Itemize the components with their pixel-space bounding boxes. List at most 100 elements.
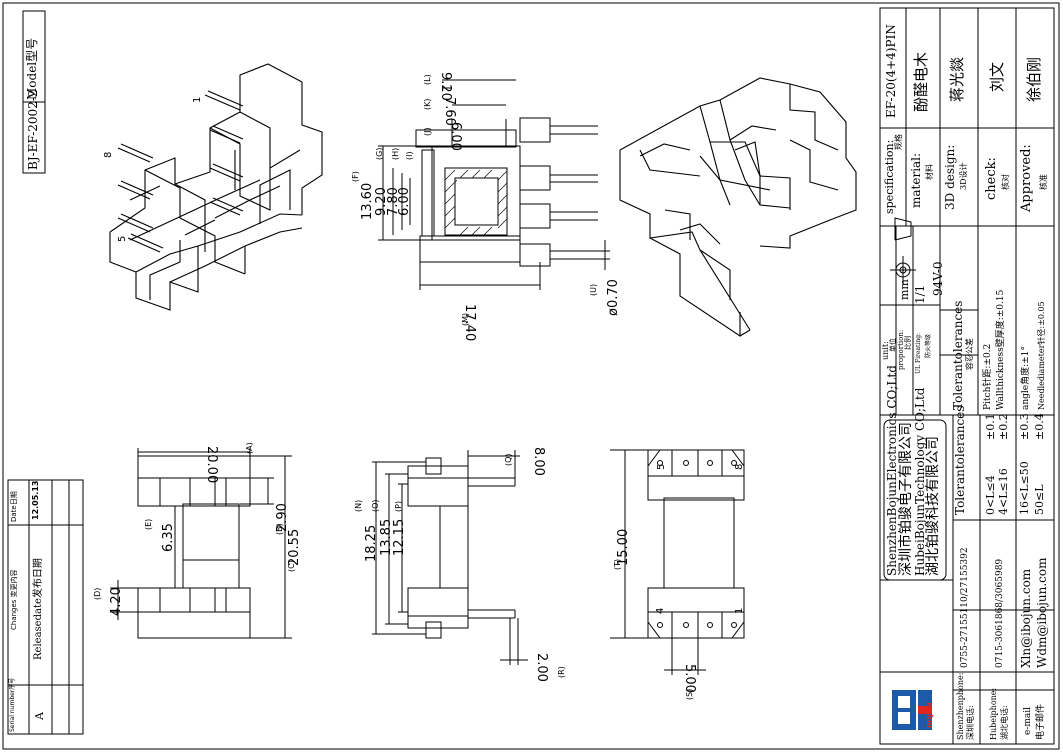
check-label: check: — [984, 157, 999, 200]
letter-R: (R) — [557, 666, 566, 678]
sz-phone-label: Shenzhenphone: — [956, 672, 965, 740]
approved-label: Approved: — [1019, 144, 1034, 212]
tol-wall: Wallthickness壁厚度:±0.15 — [996, 289, 1006, 410]
dim-E: 6.35 — [161, 523, 176, 552]
isometric-view-right — [619, 77, 857, 338]
dim-R: 2.00 — [534, 653, 549, 682]
pin-8-bottom: 8 — [734, 463, 745, 470]
hb-phone: 0715-3061868/3065989 — [995, 558, 1005, 668]
tol-range-3: 16<L≤50 — [1018, 461, 1031, 515]
spec-value: EF-20(4+4)PIN — [884, 24, 898, 118]
dim-M: 17.40 — [462, 304, 477, 342]
dim-D: 4.20 — [109, 587, 124, 616]
letter-Q: (Q) — [504, 453, 513, 466]
email-label: e-mail — [1023, 706, 1033, 735]
tol-value-4: ±0.4 — [1033, 413, 1046, 440]
material-cn: 材料 — [925, 164, 934, 180]
dim-J: 6.00 — [448, 122, 463, 151]
side-view-middle — [372, 450, 528, 665]
pin-4: 4 — [655, 607, 666, 614]
letter-K: (K) — [423, 98, 432, 111]
tol-title: Tolerantolerances — [951, 300, 965, 410]
front-view-top — [378, 79, 610, 290]
bottom-view-right — [610, 449, 745, 675]
tol-value-2: ±0.2 — [997, 413, 1010, 440]
letter-I: (I) — [405, 151, 414, 160]
unit-value: mm — [898, 279, 911, 300]
letter-A: (A) — [245, 442, 254, 454]
model-value: BJ-EF-2002-2 — [26, 89, 40, 170]
proportion-cn: 比例 — [904, 336, 912, 350]
letter-P: (P) — [394, 500, 403, 512]
letter-D: (D) — [93, 587, 102, 600]
proportion-value: 1/1 — [913, 284, 927, 304]
material-label: material: — [909, 152, 923, 208]
spec-cn: 规格 — [894, 134, 903, 150]
spec-label: specification: — [883, 139, 896, 214]
dim-T: 15.00 — [616, 528, 631, 566]
letter-E: (E) — [144, 518, 153, 530]
dim-P: 12.15 — [392, 518, 407, 556]
changes-row-serial: A — [33, 712, 46, 720]
logo-text: BOJUN — [926, 702, 934, 728]
letter-O: (O) — [371, 499, 380, 512]
company2-cn: 湖北铂骏科技有限公司 — [925, 436, 941, 576]
dim-B: 2.90 — [275, 503, 290, 532]
ul-label: UL Fireating: — [915, 332, 922, 374]
pin-5: 5 — [117, 235, 128, 242]
approved-cn: 核准 — [1039, 174, 1048, 190]
letter-N: (N) — [354, 499, 363, 512]
side-view-left — [110, 448, 292, 639]
isometric-view-left — [109, 63, 323, 311]
dim-U: ø0.70 — [606, 279, 621, 316]
ul-cn: 防火等级 — [925, 333, 932, 358]
dim-N: 18.25 — [364, 524, 379, 562]
dim-A: 20.00 — [204, 446, 219, 484]
ul-value: 94V-0 — [931, 261, 945, 296]
tol-value-3: ±0.3 — [1018, 413, 1031, 440]
changes-header-serial: Serial number序号 — [9, 677, 16, 732]
tol-range-1: 0<L≤4 — [984, 475, 997, 515]
design-cn: 3D设计 — [959, 162, 968, 190]
tol-pitch: Pitch针距:±0.2 — [983, 343, 993, 410]
tol-range-2: 4<L≤16 — [997, 468, 1010, 515]
changes-row-change: Releasedate发布日期 — [33, 558, 44, 660]
sz-phone: 0755-27155110/27155392 — [960, 547, 970, 668]
bojun-logo — [892, 690, 932, 730]
letter-L: (L) — [423, 74, 432, 85]
email-cn: 电子邮件 — [1036, 703, 1046, 740]
tol-value-1: ±0.1 — [984, 413, 997, 440]
hb-phone-cn: 湖北电话: — [1000, 705, 1009, 740]
dim-F: 13.60 — [360, 182, 375, 220]
pin-1: 1 — [192, 96, 203, 103]
letter-F: (F) — [351, 171, 360, 182]
letter-U: (U) — [589, 283, 598, 296]
tol-angle: angle角度:±1° — [1021, 346, 1031, 410]
material-value: 酚醛电木 — [912, 51, 930, 112]
unit-cn: 单位 — [889, 338, 897, 352]
design-value: 蒋光燚 — [948, 56, 966, 102]
letter-G: (G) — [375, 147, 384, 160]
letter-J: (J) — [423, 127, 432, 136]
email-1: Xln@ibojun.com — [1019, 568, 1033, 668]
pin-1-bottom: 1 — [734, 607, 745, 614]
title-block-lines — [879, 7, 1055, 745]
changes-table — [7, 479, 84, 735]
pin-5-bottom: 5 — [656, 463, 667, 470]
dim-S: 5.00 — [682, 664, 697, 693]
check-cn: 核对 — [1001, 174, 1010, 190]
dim-Q: 8.00 — [531, 447, 546, 476]
tol-table-title: Tolerantolerances — [953, 405, 967, 515]
hb-phone-label: Hubeiphone: — [989, 687, 998, 740]
design-label: 3D design: — [943, 144, 957, 210]
sz-phone-cn: 深圳电话: — [966, 705, 975, 740]
dim-C: 20.55 — [287, 528, 302, 566]
company1-en: ShenzhenBojunElectronics CO;Ltd — [885, 365, 899, 576]
tol-range-4: 50≤L — [1033, 484, 1046, 515]
tol-cn: 容忍公差 — [965, 338, 974, 370]
model-box — [22, 10, 46, 174]
changes-header-changes: Changes 变更内容 — [10, 569, 18, 630]
email-2: Wdm@ibojun.com — [1035, 557, 1049, 668]
